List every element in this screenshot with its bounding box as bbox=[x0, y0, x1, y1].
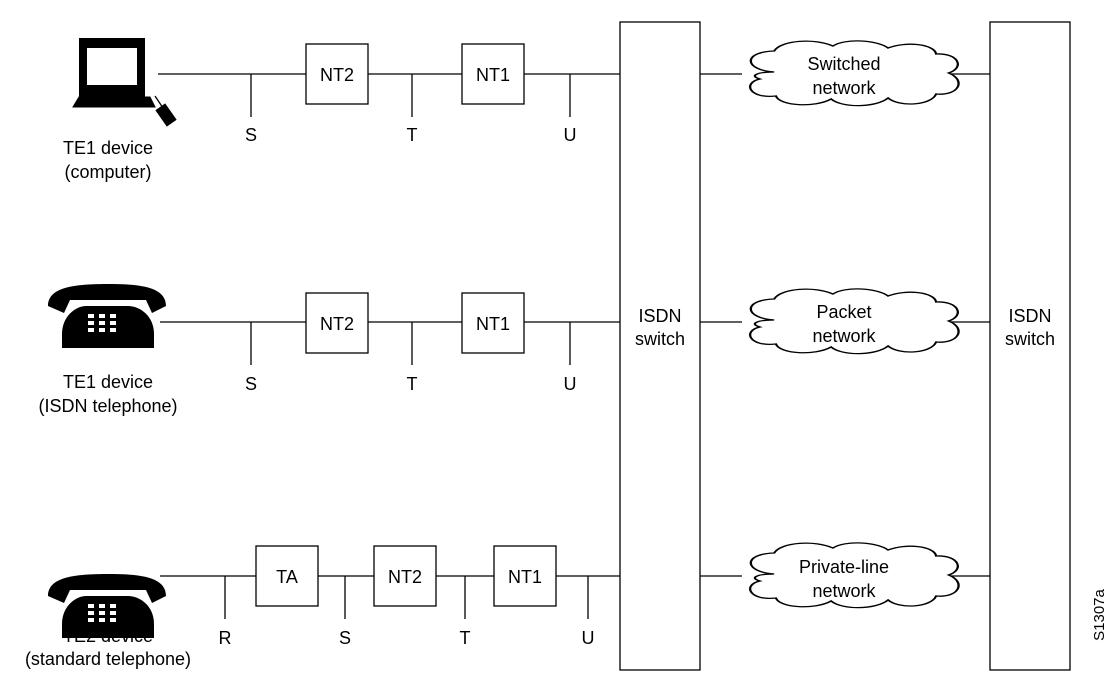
te1-isdn-telephone-label: TE1 device (ISDN telephone) bbox=[38, 372, 177, 416]
ref-point-r: R bbox=[219, 628, 232, 648]
svg-text:network: network bbox=[812, 326, 876, 346]
svg-text:switch: switch bbox=[1005, 329, 1055, 349]
isdn-switch-left: ISDN switch bbox=[619, 21, 701, 671]
figure-id: S1307a bbox=[1091, 588, 1108, 640]
svg-text:TA: TA bbox=[276, 567, 298, 587]
ref-point-t: T bbox=[460, 628, 471, 648]
te2-standard-telephone-label: TE2 device (standard telephone) bbox=[25, 626, 191, 669]
svg-text:Packet: Packet bbox=[816, 302, 871, 322]
connection-lines bbox=[158, 73, 990, 619]
ref-point-s: S bbox=[245, 125, 257, 145]
ref-point-u: U bbox=[564, 125, 577, 145]
svg-text:TE2 device: TE2 device bbox=[63, 626, 153, 646]
svg-text:NT1: NT1 bbox=[476, 65, 510, 85]
svg-text:(standard telephone): (standard telephone) bbox=[25, 649, 191, 669]
svg-text:switch: switch bbox=[635, 329, 685, 349]
packet-network-cloud: Packet network bbox=[748, 287, 960, 355]
ref-point-t: T bbox=[407, 125, 418, 145]
private-line-network-cloud: Private-line network bbox=[748, 541, 960, 609]
computer-icon bbox=[72, 38, 177, 127]
ref-point-u: U bbox=[564, 374, 577, 394]
ref-point-u: U bbox=[582, 628, 595, 648]
ref-point-s: S bbox=[245, 374, 257, 394]
ta-box: TA bbox=[255, 545, 319, 607]
telephone-icon bbox=[48, 574, 166, 638]
nt1-box: NT1 bbox=[461, 292, 525, 354]
svg-text:Switched: Switched bbox=[807, 54, 880, 74]
svg-text:TE1 device: TE1 device bbox=[63, 372, 153, 392]
nt1-box: NT1 bbox=[461, 43, 525, 105]
svg-text:ISDN: ISDN bbox=[1008, 306, 1051, 326]
te1-computer-label: TE1 device (computer) bbox=[63, 138, 153, 182]
svg-text:(ISDN telephone): (ISDN telephone) bbox=[38, 396, 177, 416]
svg-text:network: network bbox=[812, 78, 876, 98]
nt2-box: NT2 bbox=[305, 43, 369, 105]
nt1-box: NT1 bbox=[493, 545, 557, 607]
svg-text:TE1 device: TE1 device bbox=[63, 138, 153, 158]
telephone-icon bbox=[48, 284, 166, 348]
svg-text:ISDN: ISDN bbox=[638, 306, 681, 326]
isdn-switch-right: ISDN switch bbox=[989, 21, 1071, 671]
svg-text:NT1: NT1 bbox=[476, 314, 510, 334]
svg-text:NT2: NT2 bbox=[320, 314, 354, 334]
nt2-box: NT2 bbox=[373, 545, 437, 607]
svg-text:(computer): (computer) bbox=[64, 162, 151, 182]
nt2-box: NT2 bbox=[305, 292, 369, 354]
svg-text:NT2: NT2 bbox=[388, 567, 422, 587]
svg-text:NT1: NT1 bbox=[508, 567, 542, 587]
svg-text:NT2: NT2 bbox=[320, 65, 354, 85]
ref-point-s: S bbox=[339, 628, 351, 648]
ref-point-t: T bbox=[407, 374, 418, 394]
svg-text:Private-line: Private-line bbox=[799, 557, 889, 577]
svg-text:network: network bbox=[812, 581, 876, 601]
switched-network-cloud: Switched network bbox=[748, 39, 960, 107]
